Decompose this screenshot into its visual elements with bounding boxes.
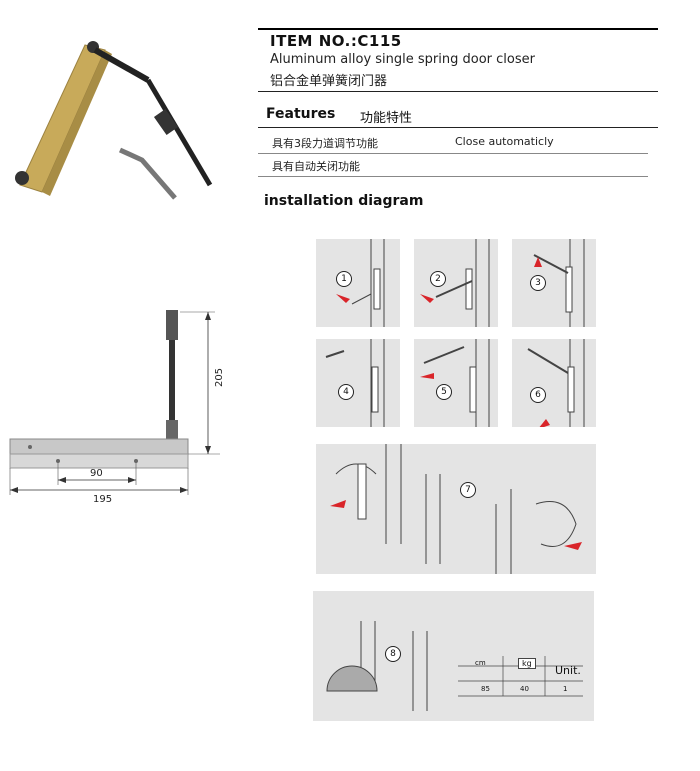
step-8-number: 8 [385,646,401,662]
spec-header-unit: Unit. [555,664,581,677]
spec-value-unit: 1 [563,685,568,693]
dim-height-label: 205 [214,367,226,388]
dim-total-width-label: 195 [93,494,113,505]
step-2-number: 2 [430,271,446,287]
installation-title: installation diagram [264,193,424,209]
feature-row1-cn: 具有3段力道调节功能 [272,137,378,150]
feature-row2-cn: 具有自动关闭功能 [272,160,360,173]
step-7-panel: 7 [316,444,596,574]
features-title-en: Features [266,106,336,122]
spec-value-kg: 40 [520,685,529,693]
step-3-number: 3 [530,275,546,291]
step-5-panel: 5 [414,339,498,427]
spec-value-cm: 85 [481,685,490,693]
step-2-panel: 2 [414,239,498,327]
feature-row1-en: Close automaticly [455,135,554,148]
product-photo [0,20,240,200]
step-6-panel: 6 [512,339,596,427]
step-4-number: 4 [338,384,354,400]
step-4-panel: 4 [316,339,400,427]
dim-inner-width-label: 90 [90,468,103,479]
step-6-number: 6 [530,387,546,403]
step-7-number: 7 [460,482,476,498]
spec-header-kg: kg [518,658,536,669]
step-1-number: 1 [336,271,352,287]
dimension-drawing [0,300,230,510]
spec-header-cm: cm [475,659,486,667]
step-1-panel: 1 [316,239,400,327]
step-8-panel: 8 cm kg Unit. 85 40 1 [313,591,594,721]
step-3-panel: 3 [512,239,596,327]
item-number: ITEM NO.:C115 [270,32,402,50]
product-name-cn: 铝合金单弹簧闭门器 [270,74,388,89]
step-5-number: 5 [436,384,452,400]
features-title-cn: 功能特性 [360,111,413,126]
product-name-en: Aluminum alloy single spring door closer [270,52,535,67]
